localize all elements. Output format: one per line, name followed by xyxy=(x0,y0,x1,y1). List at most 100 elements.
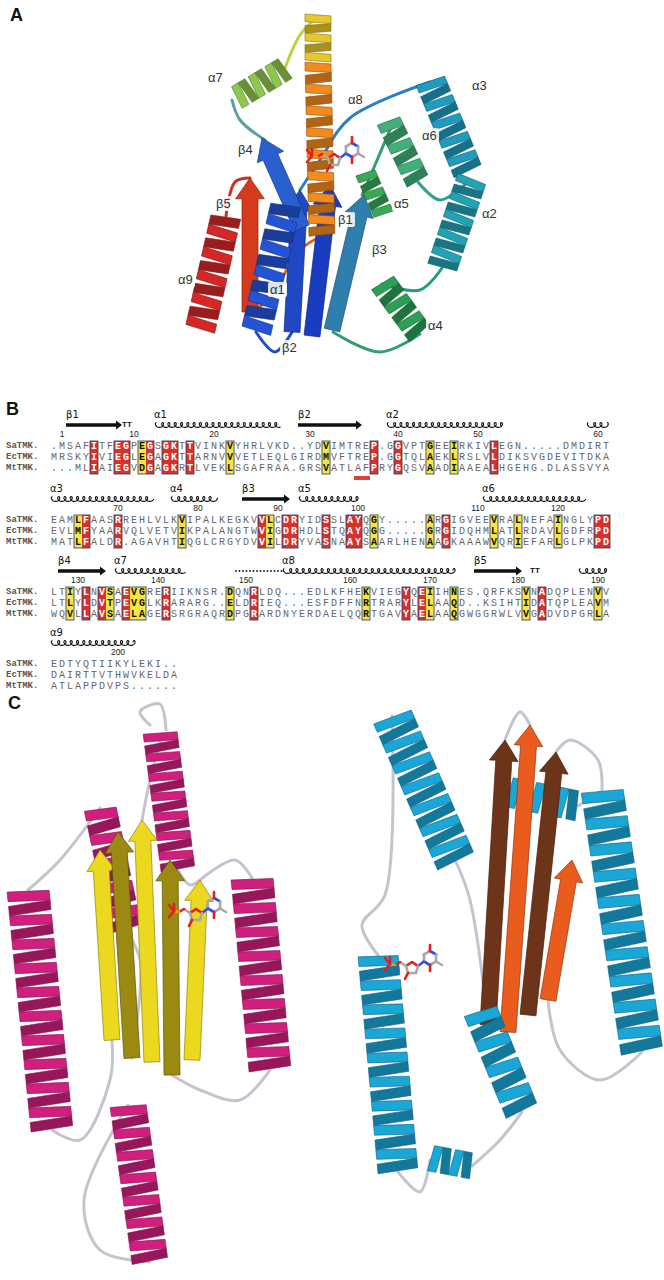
helix-back xyxy=(308,203,334,214)
residue: G xyxy=(138,598,146,609)
helix-coil xyxy=(171,497,217,502)
residue: E xyxy=(146,670,154,681)
ligand-sticks xyxy=(169,892,226,926)
residue-number: 130 xyxy=(71,576,85,585)
residue: E xyxy=(226,598,234,609)
conservation-cell xyxy=(370,441,378,474)
residue: R xyxy=(266,463,274,474)
residue: A xyxy=(274,463,282,474)
conservation-cell xyxy=(162,441,170,474)
beta-strand xyxy=(128,820,160,1062)
residue: T xyxy=(250,452,258,463)
residue: E xyxy=(578,587,586,598)
residue: H xyxy=(522,463,530,474)
residue: L xyxy=(282,452,290,463)
residue: Y xyxy=(354,526,362,537)
helix-front xyxy=(191,292,222,310)
residue: D xyxy=(138,463,146,474)
secondary-structure-label: α6 xyxy=(482,484,495,494)
residue: D xyxy=(562,441,570,452)
residue: A xyxy=(114,609,122,620)
residue: Q xyxy=(130,526,138,537)
residue: L xyxy=(490,441,498,452)
residue: T xyxy=(418,441,426,452)
residue: S xyxy=(570,463,578,474)
residue: K xyxy=(170,441,178,452)
residue: L xyxy=(426,598,434,609)
residue: R xyxy=(490,609,498,620)
bond xyxy=(307,150,312,156)
residue: P xyxy=(370,452,378,463)
residue: L xyxy=(130,659,138,670)
residue: Y xyxy=(90,526,98,537)
conservation-cell xyxy=(522,587,530,620)
helix-front xyxy=(367,1052,408,1063)
residue-number: 60 xyxy=(593,430,602,439)
residue: V xyxy=(130,463,138,474)
residue: E xyxy=(434,441,442,452)
residue-number: 140 xyxy=(151,576,165,585)
residue: A xyxy=(282,463,290,474)
similarity-frame xyxy=(418,587,434,620)
secondary-structure-label: β1 xyxy=(66,410,79,420)
residue: T xyxy=(82,670,90,681)
residue: . xyxy=(290,598,298,609)
helix-front xyxy=(384,293,411,314)
residue: T xyxy=(90,670,98,681)
residue: V xyxy=(154,515,162,526)
residue: I xyxy=(66,670,74,681)
residue: E xyxy=(386,587,394,598)
structure-label: α2 xyxy=(480,206,499,221)
residue: T xyxy=(506,526,514,537)
residue: Y xyxy=(586,515,594,526)
residue: L xyxy=(474,452,482,463)
residue: M xyxy=(50,452,58,463)
conservation-cell xyxy=(538,587,546,620)
residue: I xyxy=(450,515,458,526)
conservation-cell xyxy=(226,587,234,620)
helix-front xyxy=(265,63,282,89)
residue: T xyxy=(106,670,114,681)
residue: . xyxy=(522,441,530,452)
residue: R xyxy=(354,441,362,452)
coil-loop xyxy=(300,82,430,190)
residue: K xyxy=(514,452,522,463)
residue: D xyxy=(106,537,114,548)
helix-front xyxy=(609,973,653,987)
residue-number: 110 xyxy=(471,504,485,513)
residue: L xyxy=(346,463,354,474)
residue: A xyxy=(434,609,442,620)
residue: W xyxy=(482,537,490,548)
similarity-frame xyxy=(186,441,194,474)
aligned-sequence: ...MLIAIEGVDGAGKRTLVEKLSGAFRAA.GRSVATLAF… xyxy=(50,463,610,474)
helix-front xyxy=(260,239,291,259)
helix-front xyxy=(369,1076,410,1087)
coil-dots xyxy=(239,570,241,572)
residue: N xyxy=(562,515,570,526)
helix-front xyxy=(148,771,183,781)
residue: E xyxy=(122,598,130,609)
residue: . xyxy=(210,598,218,609)
residue: G xyxy=(370,515,378,526)
residue: L xyxy=(514,526,522,537)
residue: T xyxy=(186,441,194,452)
residue: A xyxy=(482,463,490,474)
residue: T xyxy=(346,452,354,463)
residue: . xyxy=(474,587,482,598)
residue: A xyxy=(194,452,202,463)
residue: L xyxy=(162,515,170,526)
residue: N xyxy=(330,537,338,548)
residue: R xyxy=(202,452,210,463)
residue: I xyxy=(106,452,114,463)
helix-front xyxy=(305,14,331,24)
residue: S xyxy=(170,609,178,620)
residue: I xyxy=(450,441,458,452)
residue: . xyxy=(50,463,58,474)
residue: F xyxy=(106,441,114,452)
residue: E xyxy=(442,441,450,452)
residue: Y xyxy=(354,537,362,548)
residue: V xyxy=(154,537,162,548)
residue: D xyxy=(314,515,322,526)
residue: S xyxy=(466,452,474,463)
residue: R xyxy=(218,609,226,620)
